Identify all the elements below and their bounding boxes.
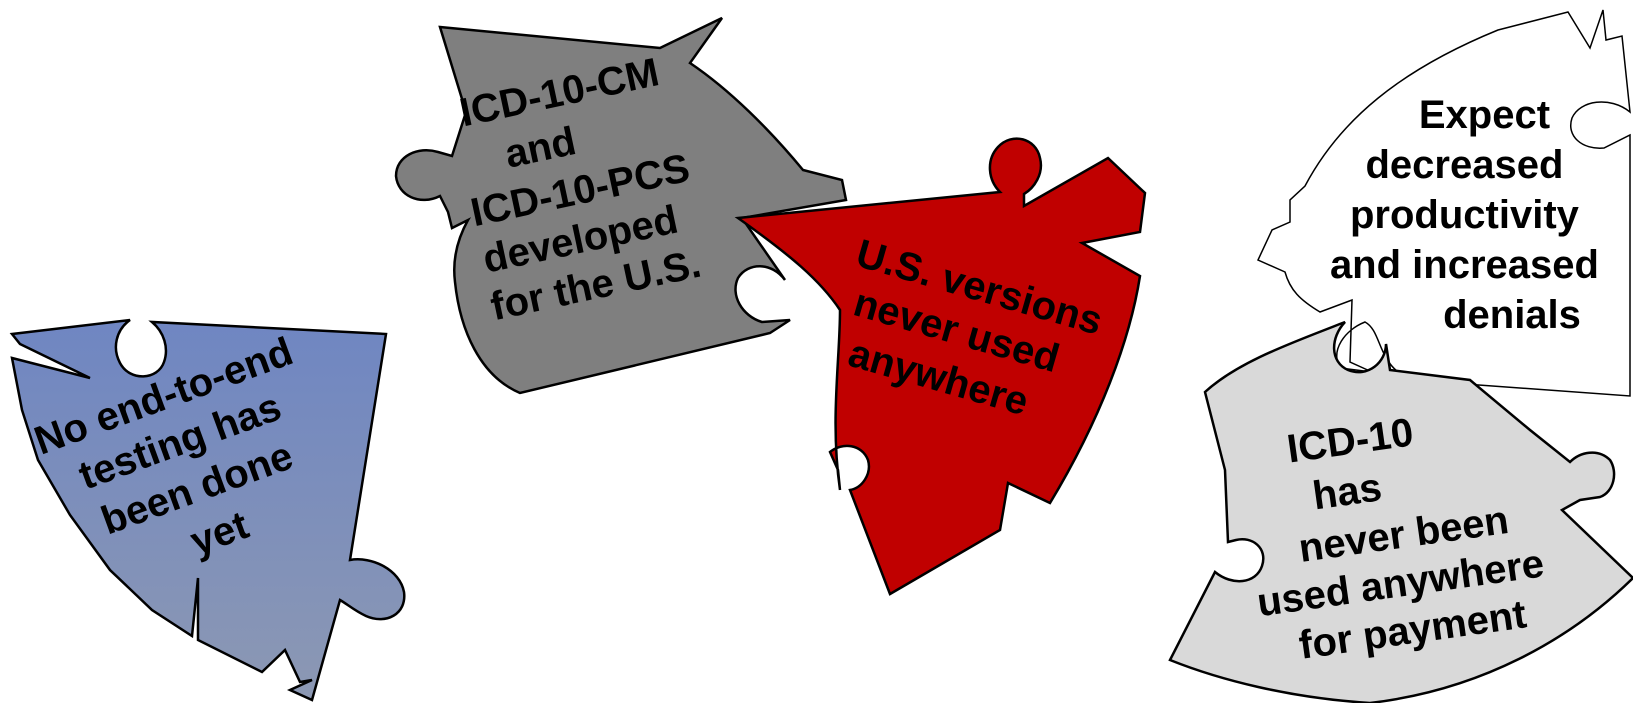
puzzle-piece-blue-shape [9, 318, 406, 702]
puzzle-piece-red-shape [734, 137, 1147, 596]
piece-white-line-4: and increased [1330, 243, 1599, 287]
piece-text-white: Expect decreased productivity and increa… [1330, 93, 1610, 337]
puzzle-piece-blue: No end-to-end testing has been done yet [9, 318, 406, 702]
puzzle-piece-white-shape [1256, 9, 1631, 397]
piece-white-line-1: Expect [1419, 93, 1550, 137]
puzzle-piece-dark-gray-shape [394, 16, 848, 395]
puzzle-piece-light-gray-shape [1168, 320, 1633, 703]
piece-white-line-5: denials [1443, 293, 1581, 337]
piece-white-line-3: productivity [1350, 193, 1580, 237]
puzzle-piece-red: U.S. versions never used anywhere [734, 137, 1147, 596]
piece-white-line-2: decreased [1365, 143, 1563, 187]
puzzle-piece-dark-gray: ICD-10-CM and ICD-10-PCS developed for t… [394, 16, 848, 395]
piece-light-gray-line-2: has [1310, 465, 1384, 518]
puzzle-piece-light-gray: ICD-10 has never been used anywhere for … [1168, 320, 1633, 703]
puzzle-piece-white: Expect decreased productivity and increa… [1256, 9, 1631, 397]
